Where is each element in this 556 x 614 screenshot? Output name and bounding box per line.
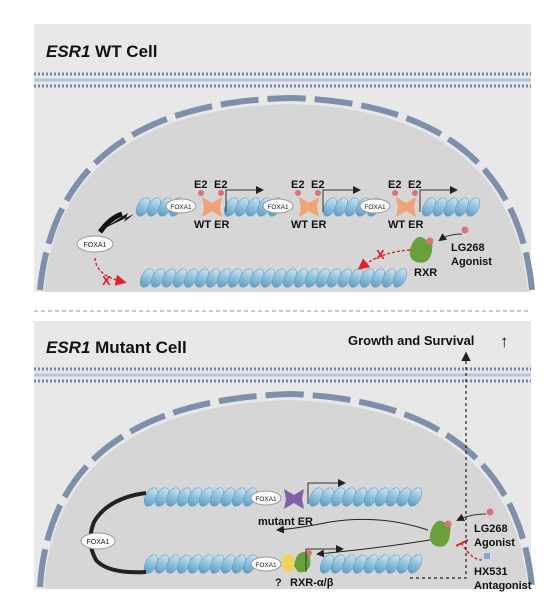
increase-arrow-glyph: ↑ bbox=[500, 332, 509, 351]
transcription-arrow bbox=[322, 186, 361, 212]
antagonist-label: Antagonist bbox=[474, 580, 532, 592]
lg268-label: LG268 bbox=[474, 523, 508, 535]
e2-label: E2 bbox=[311, 179, 324, 191]
bound-agonist bbox=[306, 550, 312, 556]
wt-panel: E2 E2 FOXA1 WT ER E2 E2 FOXA1 WT ER E2 E… bbox=[34, 24, 535, 292]
dna-turn bbox=[392, 268, 408, 288]
mutant-title-rest: Mutant Cell bbox=[90, 338, 186, 357]
e2-label: E2 bbox=[291, 179, 304, 191]
wt-er-label: WT ER bbox=[388, 219, 423, 231]
wt-er-label: WT ER bbox=[291, 219, 326, 231]
foxa1-translocation-arrow bbox=[103, 213, 134, 229]
growth-pathway-arrow bbox=[410, 351, 471, 579]
foxa1-protein bbox=[165, 198, 197, 214]
mutant-er-label: mutant ER bbox=[258, 516, 313, 528]
agonist-binding-arrow bbox=[456, 513, 487, 521]
dna-turn bbox=[407, 487, 423, 507]
wt-title-rest: WT Cell bbox=[90, 42, 157, 61]
wt-binding-site-1: E2 E2 FOXA1 WT ER bbox=[165, 179, 264, 231]
free-foxa1-label: FOXA1 bbox=[84, 242, 107, 249]
foxa1-label: FOXA1 bbox=[255, 562, 277, 569]
block-mark: X bbox=[102, 273, 111, 288]
block-mark: X bbox=[376, 247, 385, 262]
estradiol-ligand bbox=[295, 190, 301, 196]
loop-foxa1-label: FOXA1 bbox=[87, 539, 110, 546]
question-mark: ? bbox=[275, 577, 282, 589]
lg268-agonist-molecule bbox=[486, 508, 494, 516]
bound-agonist bbox=[444, 520, 452, 528]
foxa1-label: FOXA1 bbox=[267, 204, 289, 211]
agonist-label: Agonist bbox=[451, 256, 492, 268]
wt-title-gene: ESR1 bbox=[46, 42, 90, 61]
wt-nuclear-envelope bbox=[37, 94, 535, 291]
mutant-title-gene: ESR1 bbox=[46, 338, 90, 357]
mutant-panel-title: ESR1 Mutant Cell bbox=[46, 338, 187, 357]
estradiol-ligand bbox=[412, 190, 418, 196]
estradiol-ligand bbox=[218, 190, 224, 196]
loop-foxa1-protein bbox=[80, 532, 116, 550]
foxa1-label: FOXA1 bbox=[364, 204, 386, 211]
mutant-cell-membrane bbox=[34, 367, 531, 383]
e2-label: E2 bbox=[194, 179, 207, 191]
wt-er-dimer bbox=[202, 197, 222, 217]
dna-turn bbox=[465, 197, 481, 217]
transcription-arrow bbox=[419, 186, 458, 212]
antagonist-inhibition-line bbox=[461, 543, 483, 561]
foxa1-protein bbox=[250, 490, 282, 506]
estradiol-ligand bbox=[392, 190, 398, 196]
mutant-er-dimer bbox=[284, 489, 304, 509]
rxr-protein bbox=[429, 520, 451, 547]
wt-binding-site-2: E2 E2 FOXA1 WT ER bbox=[262, 179, 361, 231]
rxr-to-er-arrow bbox=[276, 518, 429, 534]
e2-label: E2 bbox=[388, 179, 401, 191]
foxa1-protein bbox=[262, 198, 294, 214]
unknown-partner-protein bbox=[282, 554, 294, 572]
rxr-alpha-beta-label: RXR-α/β bbox=[290, 577, 334, 589]
hx531-antagonist-molecule bbox=[484, 553, 490, 559]
transcription-arrow bbox=[307, 479, 346, 504]
foxa1-label: FOXA1 bbox=[255, 496, 277, 503]
dna-turn bbox=[407, 554, 423, 574]
e2-label: E2 bbox=[214, 179, 227, 191]
growth-survival-label: Growth and Survival bbox=[348, 333, 474, 348]
rxr-label: RXR bbox=[414, 267, 437, 279]
wt-er-dimer bbox=[299, 197, 319, 217]
mutant-panel: FOXA1 FOXA1 mutant ER FOXA1 ? RXR-α/β LG… bbox=[34, 321, 535, 592]
wt-cell-membrane bbox=[34, 72, 531, 88]
wt-binding-site-3: E2 E2 FOXA1 WT ER bbox=[359, 179, 458, 231]
foxa1-label: FOXA1 bbox=[170, 204, 192, 211]
rxr-protein bbox=[409, 236, 433, 263]
lg268-label: LG268 bbox=[451, 242, 485, 254]
foxa1-protein bbox=[359, 198, 391, 214]
foxa1-translocation-arrow-shaft bbox=[97, 211, 123, 234]
free-foxa1-protein bbox=[76, 235, 114, 253]
wt-er-label: WT ER bbox=[194, 219, 229, 231]
estradiol-ligand bbox=[198, 190, 204, 196]
wt-nucleus bbox=[44, 104, 528, 292]
wt-dna-lower bbox=[139, 268, 408, 288]
transcription-arrow bbox=[305, 545, 344, 572]
hx531-label: HX531 bbox=[474, 566, 508, 578]
estradiol-ligand bbox=[315, 190, 321, 196]
foxa1-protein bbox=[250, 556, 282, 572]
mutant-nuclear-envelope bbox=[37, 390, 535, 588]
mutant-dna-upper bbox=[143, 487, 423, 507]
agonist-label: Agonist bbox=[474, 537, 515, 549]
blocked-foxa1-binding-arrow bbox=[94, 257, 127, 286]
transcription-arrow bbox=[225, 186, 264, 212]
lg268-agonist-molecule bbox=[461, 226, 469, 234]
wt-er-dimer bbox=[396, 197, 416, 217]
agonist-binding-arrow bbox=[438, 233, 463, 242]
rxr-to-dna-arrow bbox=[316, 539, 431, 558]
wt-panel-title: ESR1 WT Cell bbox=[46, 42, 157, 61]
e2-label: E2 bbox=[408, 179, 421, 191]
mutant-dna-lower bbox=[143, 554, 423, 574]
bound-agonist bbox=[426, 237, 434, 245]
